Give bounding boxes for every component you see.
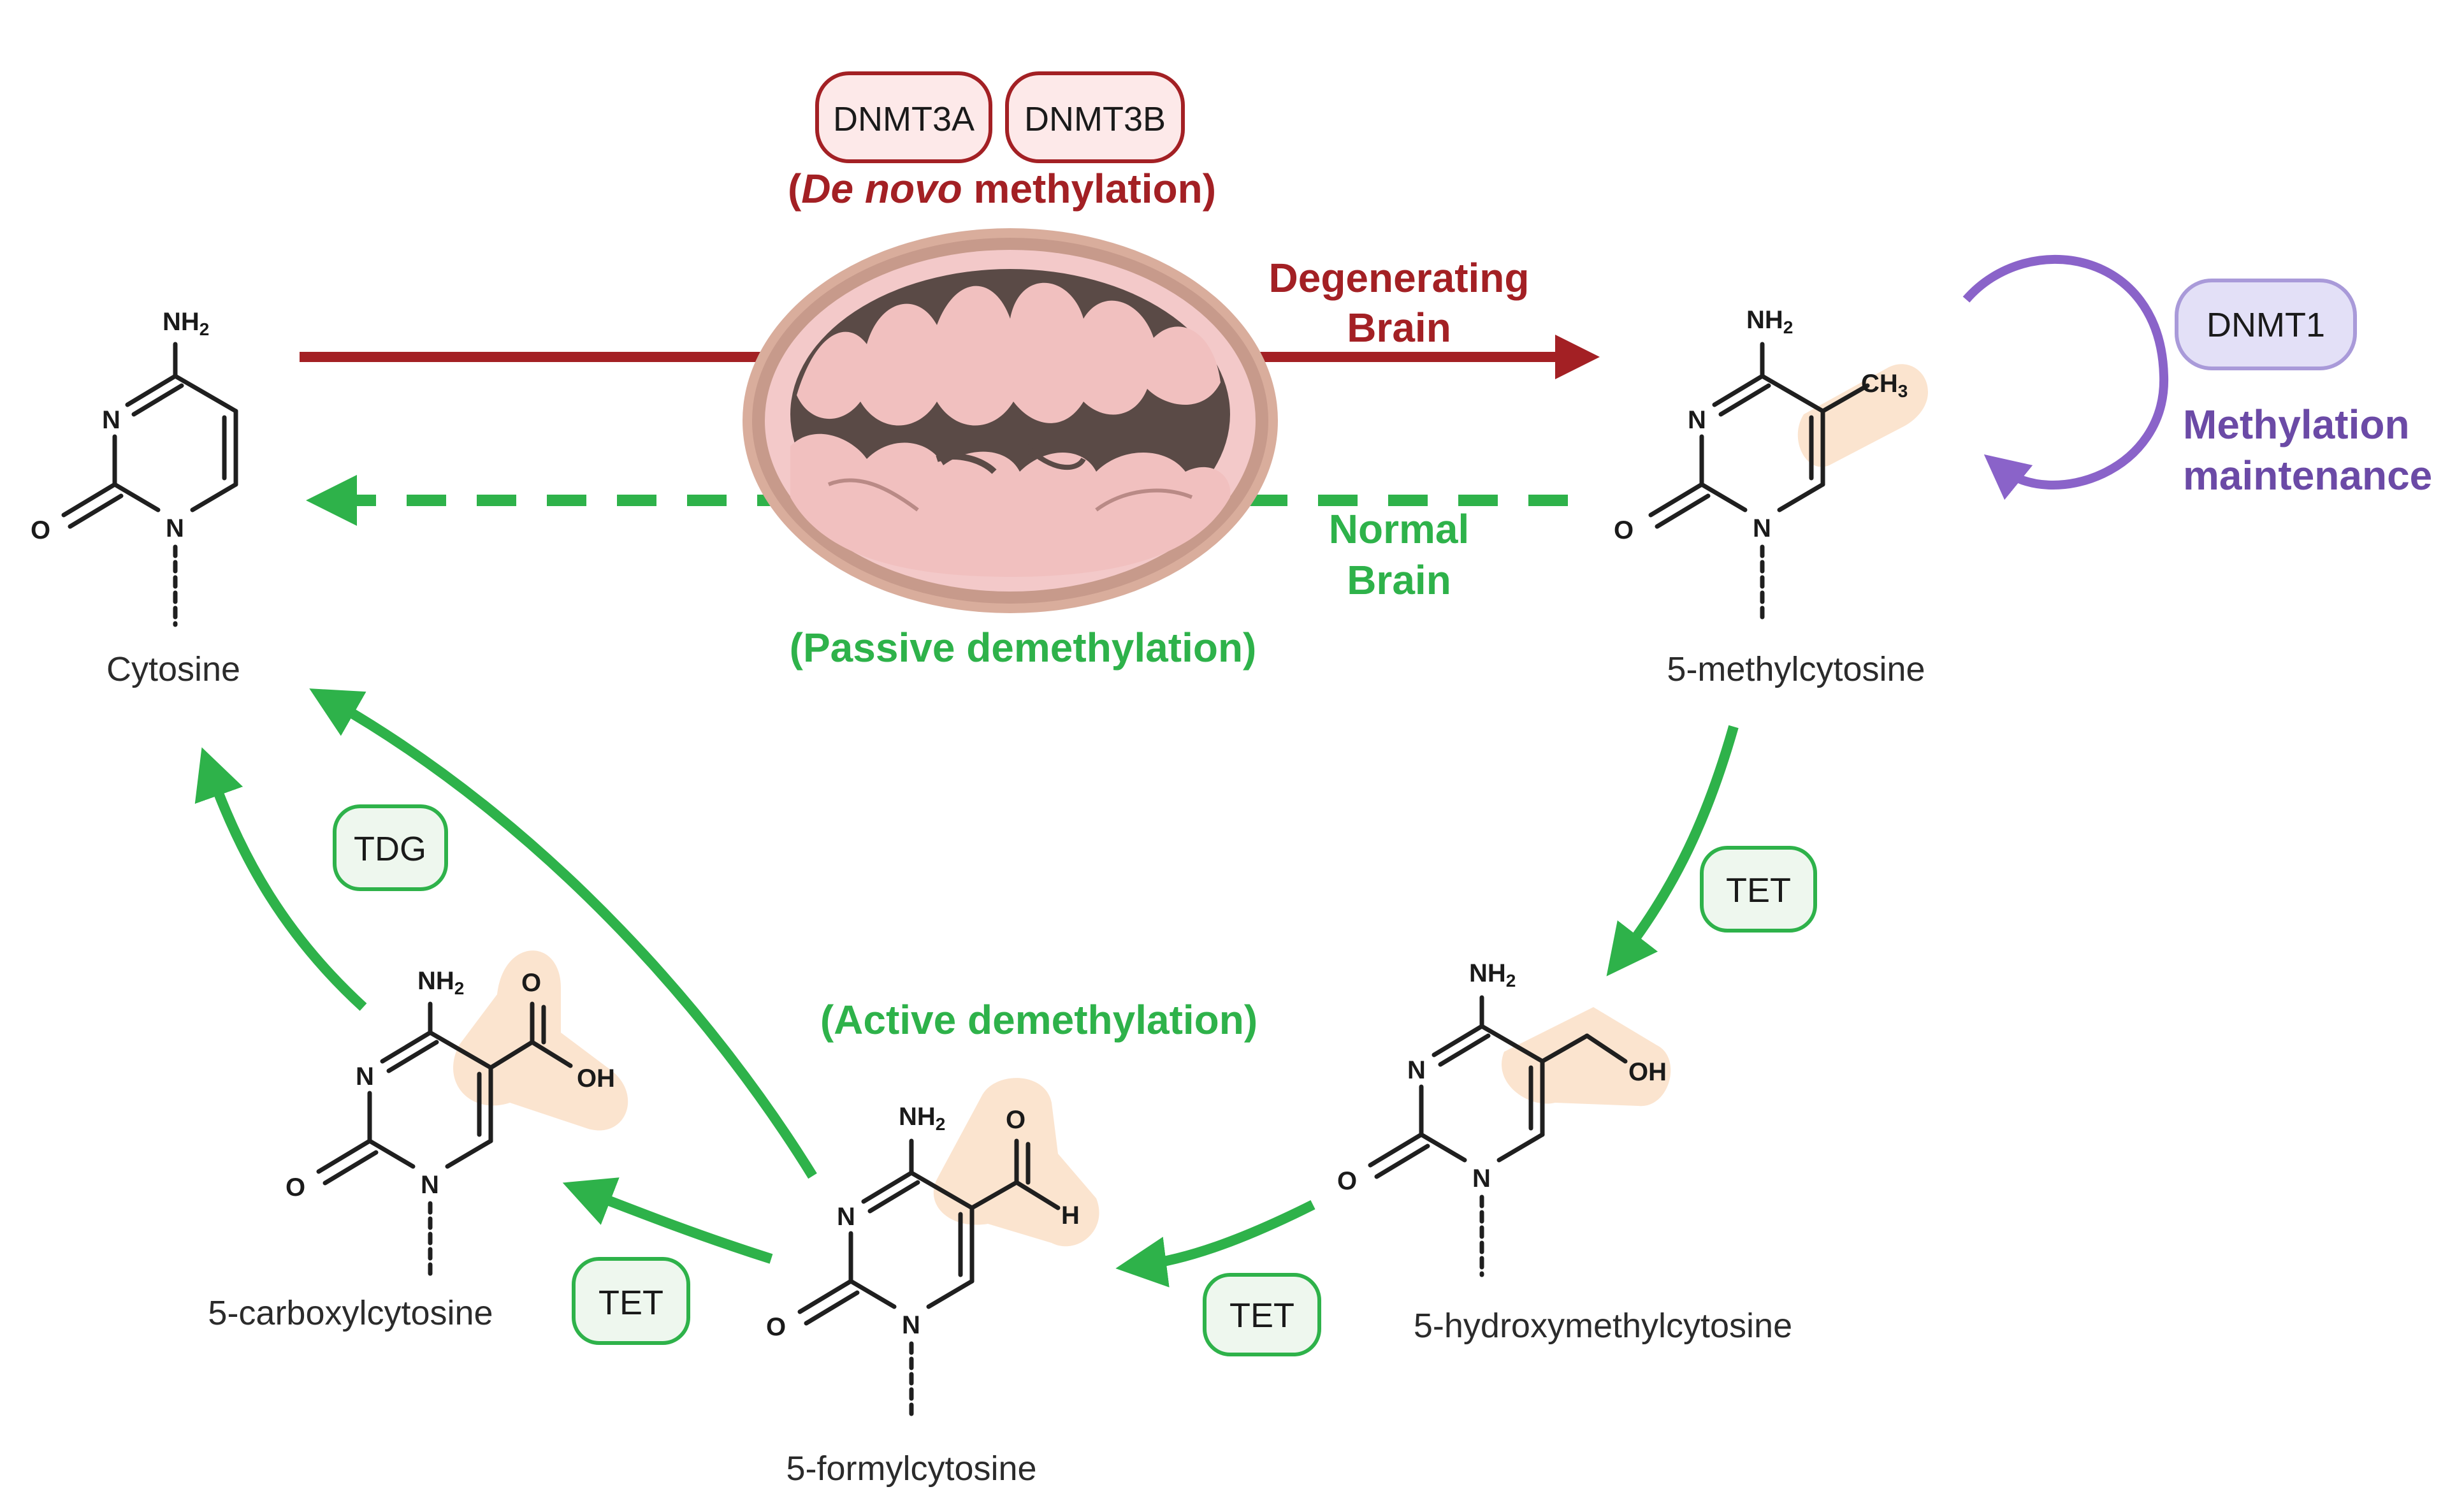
carboxyl-n3: N [356,1063,374,1091]
tet-label-1: TET [1726,871,1791,910]
tet-box-3: TET [572,1257,690,1345]
dnmt3b-box: DNMT3B [1005,71,1185,163]
tet-box-2: TET [1203,1273,1321,1356]
formylcytosine-label: 5-formylcytosine [786,1449,1036,1488]
carboxyl-o: O [521,969,541,997]
cytosine-n3: N [102,406,120,434]
hydroxymethylcytosine-structure: NH2 OH N N O [1337,959,1671,1277]
brain-section-icon [743,228,1278,613]
carboxylcytosine-structure: NH2 O OH N N O [286,950,628,1281]
formyl-n1: N [902,1311,920,1339]
methylcytosine-o: O [1614,516,1634,544]
hydroxymethyl-n3: N [1407,1056,1426,1084]
cytosine-n1: N [166,514,184,542]
methylation-maintenance-label-2: maintenance [2183,453,2432,498]
methylcytosine-ch3: CH3 [1861,370,1908,401]
tet-label-3: TET [598,1284,663,1322]
tdg-box: TDG [333,804,448,891]
methylcytosine-structure: NH2 CH3 N N O [1614,306,1928,624]
carboxyl-n1: N [421,1171,439,1199]
dnmt3b-label: DNMT3B [1024,100,1166,138]
methylcytosine-n1: N [1753,514,1771,542]
tdg-label: TDG [354,830,426,868]
maintenance-loop-arrow [1962,254,2169,500]
tet-arrow-1 [1606,725,1739,977]
dnmt1-label: DNMT1 [2207,306,2325,344]
hydroxymethylcytosine-label: 5-hydroxymethylcytosine [1414,1307,1792,1345]
dnmt3a-label: DNMT3A [833,100,975,138]
passive-demethylation-label: (Passive demethylation) [790,625,1257,671]
tet-box-1: TET [1700,846,1817,933]
methylcytosine-nh2: NH2 [1746,306,1793,337]
methylation-arrowhead [1555,335,1600,379]
cytosine-label: Cytosine [106,650,240,688]
formyl-o2: O [766,1313,786,1341]
hydroxymethyl-nh2: NH2 [1469,959,1516,991]
degenerating-brain-label-2: Brain [1347,305,1451,351]
carboxyl-nh2: NH2 [417,967,464,998]
tet-arrow-2 [1115,1200,1315,1288]
carboxyl-o2: O [286,1173,305,1202]
formyl-o: O [1006,1106,1025,1134]
formyl-n3: N [837,1203,855,1231]
carboxylcytosine-label: 5-carboxylcytosine [208,1294,493,1332]
carboxyl-oh: OH [577,1064,615,1093]
cytosine-o: O [31,516,50,544]
tet-arrow-3 [562,1177,773,1264]
hydroxymethyl-oh: OH [1628,1058,1667,1086]
methylcytosine-n3: N [1688,406,1706,434]
normal-brain-label-1: Normal [1329,506,1470,552]
cytosine-structure: NH2 N N O [31,308,238,627]
hydroxymethyl-o: O [1337,1167,1357,1195]
methylation-maintenance-label-1: Methylation [2183,402,2410,447]
passive-demethylation-arrowhead [306,475,357,526]
de-novo-methylation-label: (De novo methylation) [788,166,1216,212]
formyl-h: H [1061,1202,1080,1230]
formyl-nh2: NH2 [899,1103,945,1134]
dnmt1-box: DNMT1 [2175,279,2357,370]
formylcytosine-structure: NH2 O H N N O [766,1078,1099,1421]
normal-brain-label-2: Brain [1347,557,1451,603]
methylcytosine-label: 5-methylcytosine [1667,650,1925,688]
dnmt3a-box: DNMT3A [815,71,992,163]
degenerating-brain-label-1: Degenerating [1269,255,1530,301]
formyl-to-cytosine-arrow [309,688,817,1179]
tet-label-2: TET [1229,1296,1294,1335]
tdg-arrow [194,747,367,1011]
hydroxymethyl-n1: N [1472,1165,1491,1193]
cytosine-nh2: NH2 [163,308,209,339]
active-demethylation-label: (Active demethylation) [820,997,1257,1043]
